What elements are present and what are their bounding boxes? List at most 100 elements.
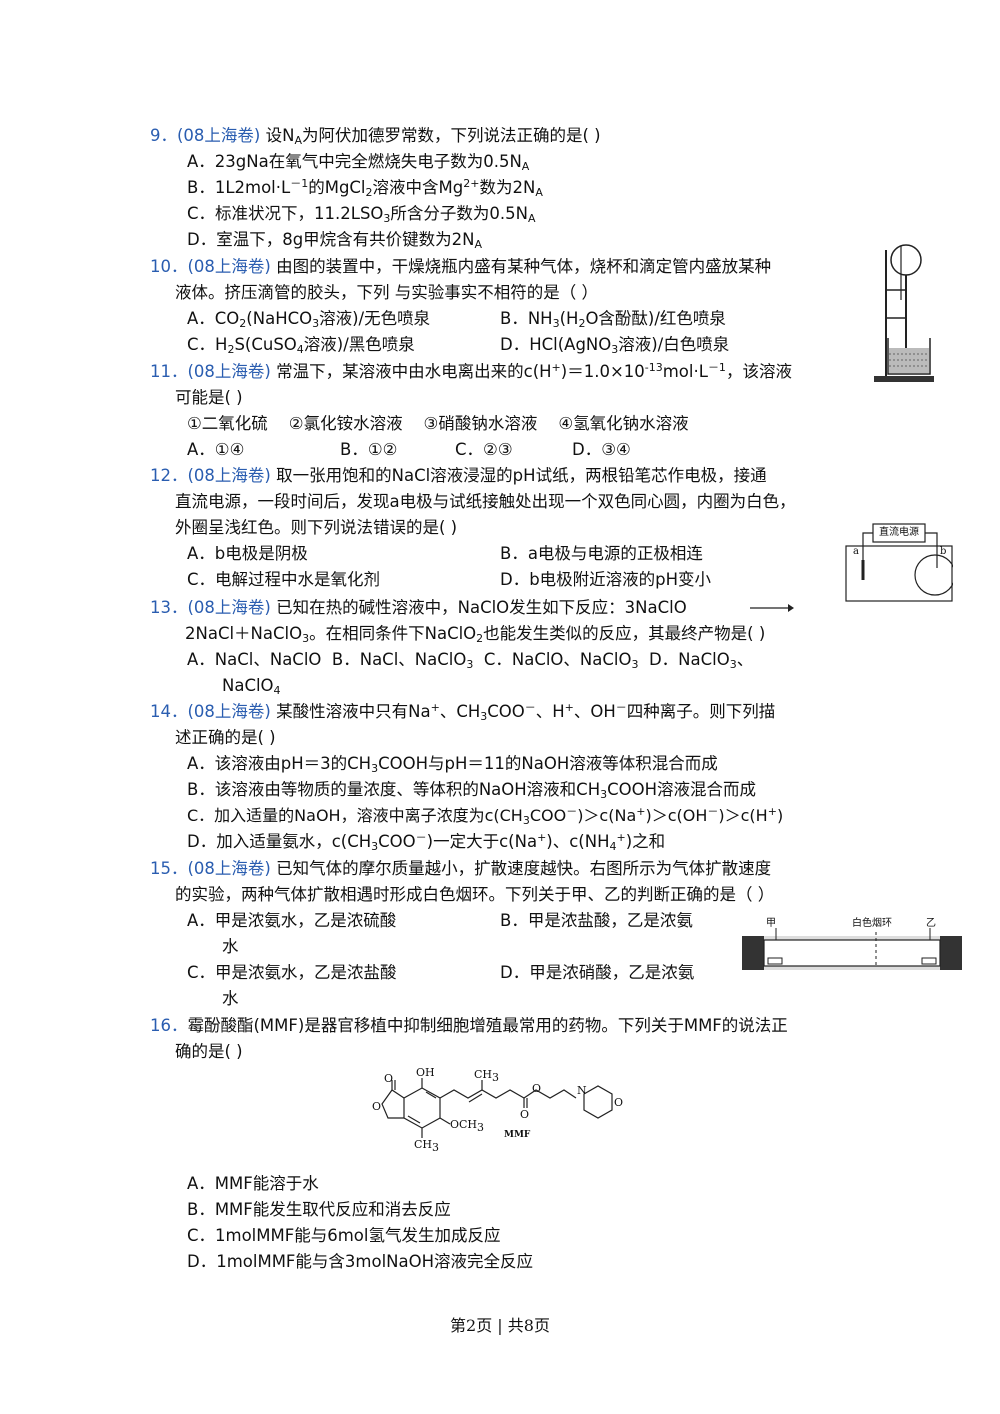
q10-a-sub2: 3 xyxy=(312,317,320,330)
electrode-b-label: b xyxy=(940,546,947,557)
q10-c-sub: 2 xyxy=(227,343,235,356)
tube-label-yi: 乙 xyxy=(926,918,936,929)
diffusion-tube-drawing xyxy=(742,928,962,970)
q14-sup4: + xyxy=(564,701,574,714)
electrode-a-label: a xyxy=(853,546,859,557)
q14-stem: 14．(08上海卷) 某酸性溶液中只有Na+、CH3COO－、H+、OH－四种离… xyxy=(150,700,775,724)
q13-option-d-sep: 、 xyxy=(736,650,754,669)
q9-b-sub2: A xyxy=(535,186,543,199)
q14-stem-line2: 述正确的是( ) xyxy=(175,728,276,747)
q13-option-d-cont: NaClO4 xyxy=(222,674,281,698)
q13-s2a: 2NaCl＋NaClO xyxy=(185,624,303,643)
q14-c4: )＞c(OH xyxy=(645,806,708,825)
q13-option-b: B．NaCl、NaClO3 xyxy=(332,650,474,671)
q10-number: 10． xyxy=(150,257,188,276)
q15-option-a-cont: 水 xyxy=(222,937,239,956)
smoke-ring-label: 白色烟环 xyxy=(852,918,892,929)
q11-items: ①二氧化硫 ②氯化铵水溶液 ③硝酸钠水溶液 ④氢氧化钠水溶液 xyxy=(187,414,689,433)
q15-option-b: B．甲是浓盐酸，乙是浓氨 xyxy=(500,911,693,930)
q9-d-sub: A xyxy=(474,238,483,251)
q15-stem-line1: 已知气体的摩尔质量越小，扩散速度越快。右图所示为气体扩散速度 xyxy=(276,859,772,878)
lactone-o-label: O xyxy=(372,1100,382,1113)
q14-b-sub: 3 xyxy=(600,788,608,801)
q15-number: 15． xyxy=(150,859,188,878)
q13-options: A．NaCl、NaClO B．NaCl、NaClO3 C．NaClO、NaClO… xyxy=(187,648,753,672)
q12-source: (08上海卷) xyxy=(187,466,271,485)
q14-option-d: D．加入适量氨水，c(CH3COO－)一定大于c(Na+)、c(NH4+)之和 xyxy=(187,830,665,854)
q14-c1: C．加入适量的NaOH，溶液中离子浓度为c(CH xyxy=(187,806,523,825)
q10-a3: 溶液)/无色喷泉 xyxy=(319,309,431,328)
q9-stem-text: 设N xyxy=(265,126,295,145)
q9-c-sub2: A xyxy=(528,212,536,225)
q10-b2: (H xyxy=(559,309,579,328)
q11-stem: 11．(08上海卷) 常温下，某溶液中由水电离出来的c(H+)＝1.0×10-1… xyxy=(150,360,792,384)
reaction-arrow-icon xyxy=(750,604,794,612)
ch3-top-text: CH xyxy=(474,1068,493,1081)
q13-option-c-text: C．NaClO、NaClO xyxy=(483,650,632,669)
gas-diffusion-figure: 甲 乙 白色烟环 xyxy=(740,914,964,972)
q9-b-sup: －1 xyxy=(290,177,309,190)
q12-number: 12． xyxy=(150,466,188,485)
q9-b-end: 数为2N xyxy=(479,178,536,197)
q9-option-b: B．1L2mol·L－1的MgCl2溶液中含Mg2+数为2NA xyxy=(187,176,543,200)
power-supply-label: 直流电源 xyxy=(879,527,919,538)
q16-option-d: D．1molMMF能与含3molNaOH溶液完全反应 xyxy=(187,1252,534,1271)
q9-c-mid: 所含分子数为0.5N xyxy=(390,204,529,223)
q14-d-sup3: + xyxy=(616,831,626,844)
q14-c5: )＞c(H xyxy=(718,806,768,825)
q13-option-d-text: D．NaClO xyxy=(648,650,730,669)
q9-a-sub: A xyxy=(521,160,530,173)
tube-label-jia: 甲 xyxy=(766,918,776,929)
oh-label: OH xyxy=(416,1066,435,1079)
q14-s1b: 、CH xyxy=(439,702,481,721)
q14-c6: ) xyxy=(776,806,784,825)
q10-c-sub2: 4 xyxy=(296,343,304,356)
ch3-bottom-label: CH3 xyxy=(414,1138,440,1154)
q16-option-b: B．MMF能发生取代反应和消去反应 xyxy=(187,1200,451,1219)
q14-s1a: 某酸性溶液中只有Na xyxy=(276,702,431,721)
q9-d-text: D．室温下，8g甲烷含有共价键数为2N xyxy=(187,230,475,249)
q9-b-text: B．1L2mol·L xyxy=(187,178,291,197)
q10-a-sub: 2 xyxy=(239,317,247,330)
q14-d-sup2: + xyxy=(537,831,547,844)
ch3-bottom-text: CH xyxy=(414,1138,433,1151)
q9-number: 9． xyxy=(150,126,177,145)
q14-s1e: 、OH xyxy=(573,702,616,721)
q15-option-a: A．甲是浓氨水，乙是浓硫酸 xyxy=(187,911,397,930)
q14-option-a: A．该溶液由pH＝3的CH3COOH与pH＝11的NaOH溶液等体积混合而成 xyxy=(187,752,718,776)
carbonyl-o-label: O xyxy=(384,1072,394,1085)
q14-s1f: 四种离子。则下列描 xyxy=(626,702,776,721)
q10-a2: (NaHCO xyxy=(246,309,313,328)
fountain-apparatus-figure xyxy=(874,244,934,382)
q16-number: 16． xyxy=(150,1016,188,1035)
q14-a1: A．该溶液由pH＝3的CH xyxy=(187,754,372,773)
q15-source: (08上海卷) xyxy=(187,859,271,878)
q11-s1: 常温下，某溶液中由水电离出来的c(H xyxy=(276,362,552,381)
q14-c2: COO xyxy=(529,806,567,825)
och3-label: OCH3 xyxy=(450,1118,484,1133)
mmf-structure-figure: OH CH3 O O O O O OCH3 CH3 N MMF xyxy=(370,1066,640,1156)
q11-sup1: + xyxy=(551,361,561,374)
q11-s2: )＝1.0×10 xyxy=(560,362,645,381)
q14-s1d: 、H xyxy=(535,702,565,721)
q14-a-sub: 3 xyxy=(371,762,379,775)
q13-stem-line1: 已知在热的碱性溶液中，NaClO发生如下反应：3NaClO xyxy=(276,598,687,617)
q14-sup5: － xyxy=(615,701,627,714)
ch3-bottom-sub: 3 xyxy=(432,1141,440,1154)
q14-d2: COO xyxy=(378,832,416,851)
q11-option-a: A．①④ xyxy=(187,440,245,459)
q16-option-c: C．1molMMF能与6mol氢气发生加成反应 xyxy=(187,1226,501,1245)
q13-source: (08上海卷) xyxy=(187,598,271,617)
q12-option-b: B．a电极与电源的正极相连 xyxy=(500,544,703,563)
q14-d4: )、c(NH xyxy=(546,832,610,851)
q14-d-sub2: 4 xyxy=(609,840,617,853)
q14-option-c: C．加入适量的NaOH，溶液中离子浓度为c(CH3COO－)＞c(Na+)＞c(… xyxy=(187,804,783,828)
q16-stem-line2: 确的是( ) xyxy=(175,1042,243,1061)
q16-stem: 16．霉酚酸酯(MMF)是器官移植中抑制细胞增殖最常用的药物。下列关于MMF的说… xyxy=(150,1014,788,1038)
q9-stem: 9．(08上海卷) 设NA为阿伏加德罗常数，下列说法正确的是( ) xyxy=(150,124,601,148)
q14-b2: COOH溶液混合而成 xyxy=(607,780,757,799)
q13-option-b-sub: 3 xyxy=(466,658,474,671)
q11-number: 11． xyxy=(150,362,188,381)
q14-b1: B．该溶液由等物质的量浓度、等体积的NaOH溶液和CH xyxy=(187,780,601,799)
q9-option-d: D．室温下，8g甲烷含有共价键数为2NA xyxy=(187,228,482,252)
